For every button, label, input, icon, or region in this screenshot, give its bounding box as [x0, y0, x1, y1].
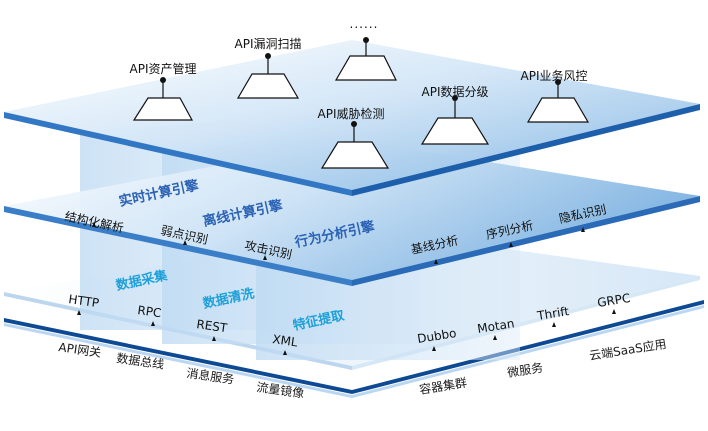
protocol-label: GRPC	[596, 291, 631, 310]
protocol-http: HTTP	[68, 292, 100, 315]
marker-triangle	[581, 227, 585, 232]
marker-triangle	[263, 255, 267, 260]
marker-triangle	[509, 242, 513, 247]
marker-triangle	[183, 240, 187, 245]
marker-triangle	[77, 310, 81, 315]
marker-triangle	[434, 259, 438, 264]
top-modules: API资产管理 API漏洞扫描 ...... API威胁检测 API数据分级	[130, 17, 590, 169]
ellipsis-label: ......	[350, 17, 379, 31]
protocol-label: Motan	[476, 316, 515, 336]
frustum-icon	[526, 97, 590, 123]
top-layer-edge-left	[4, 112, 352, 196]
source-api-gateway: API网关	[58, 340, 103, 360]
source-cloud-saas: 云端SaaS应用	[588, 336, 667, 363]
sources: API网关 数据总线 消息服务 流量镜像 容器集群 微服务 云端SaaS应用	[58, 336, 668, 401]
protocol-label: HTTP	[68, 292, 100, 310]
protocol-label: XML	[272, 332, 299, 349]
source-traffic-mirror: 流量镜像	[256, 379, 306, 401]
base-layer-edge	[4, 300, 704, 394]
marker-triangle	[92, 222, 96, 227]
module-label: API漏洞扫描	[235, 37, 302, 51]
protocol-label: RPC	[137, 303, 163, 320]
source-container-cluster: 容器集群	[418, 375, 468, 397]
protocol-rpc: RPC	[137, 303, 163, 326]
module-vuln-scan: API漏洞扫描	[235, 37, 302, 99]
module-data-classification: API数据分级	[420, 84, 490, 145]
source-microservices: 微服务	[506, 360, 544, 380]
marker-triangle	[493, 335, 497, 340]
frustum-icon	[320, 141, 390, 169]
module-more: ......	[334, 17, 397, 81]
source-data-bus: 数据总线	[116, 350, 166, 372]
module-label: API数据分级	[422, 84, 489, 99]
middle-layer-edge-left	[4, 206, 352, 286]
module-asset-management: API资产管理	[130, 61, 197, 121]
module-label: API资产管理	[130, 61, 197, 76]
frustum-icon	[420, 117, 490, 145]
top-layer-edge-right	[352, 104, 700, 196]
module-label: API威胁检测	[318, 106, 385, 121]
marker-triangle	[212, 336, 216, 341]
middle-layer-edge-right	[352, 196, 700, 286]
marker-triangle	[151, 321, 155, 326]
top-layer-panel	[4, 40, 700, 190]
protocol-motan: Motan	[476, 316, 515, 340]
protocol-label: Dubbo	[416, 326, 457, 346]
protocol-label: Thrift	[535, 304, 570, 323]
top-layer	[4, 40, 700, 196]
base-layer	[4, 300, 704, 398]
marker-triangle	[283, 350, 287, 355]
protocol-grpc: GRPC	[596, 291, 631, 314]
protocol-thrift: Thrift	[535, 304, 570, 327]
protocols: HTTP RPC REST XML Dubbo Motan Thrift GR	[68, 291, 631, 355]
frustum-icon	[334, 55, 397, 81]
module-label: API业务风控	[521, 68, 588, 83]
module-business-risk: API业务风控	[521, 68, 590, 123]
marker-triangle	[432, 346, 436, 351]
protocol-label: REST	[196, 317, 229, 335]
middle-layer-panel	[4, 140, 700, 280]
frustum-icon	[132, 97, 194, 121]
module-threat-detection: API威胁检测	[318, 106, 390, 169]
marker-triangle	[612, 309, 616, 314]
source-message-service: 消息服务	[186, 365, 236, 387]
middle-layer	[4, 140, 700, 286]
protocol-xml: XML	[272, 332, 299, 355]
marker-triangle	[552, 322, 556, 327]
frustum-icon	[236, 73, 300, 99]
protocol-rest: REST	[196, 317, 229, 341]
protocol-dubbo: Dubbo	[416, 326, 457, 351]
